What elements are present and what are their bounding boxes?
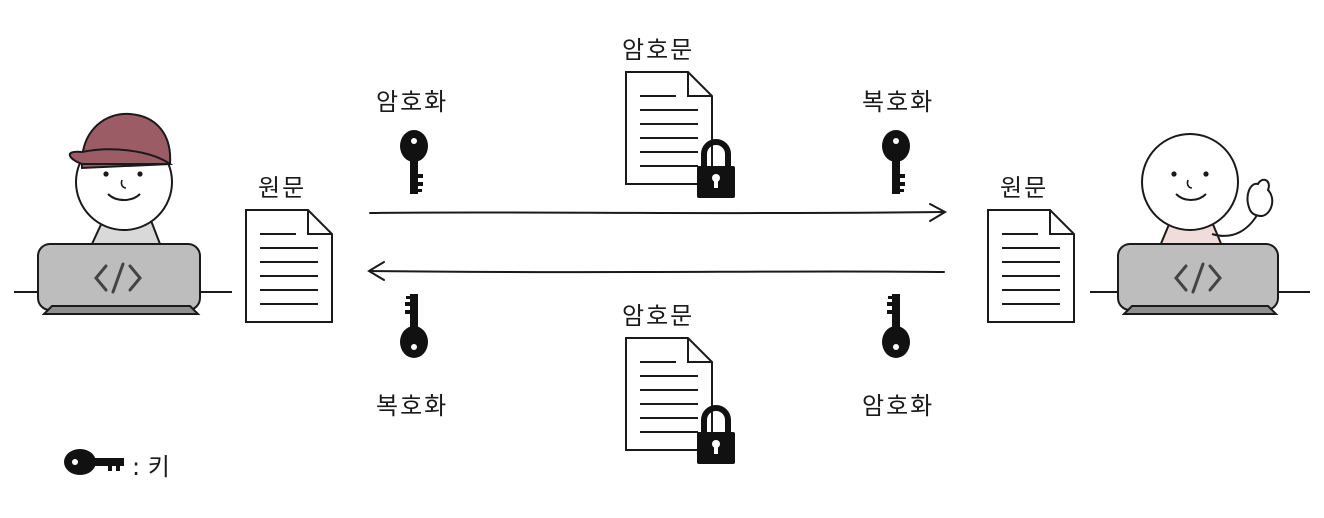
label-decrypt-top-right: 복호화 — [862, 88, 935, 116]
lock-icon — [697, 408, 735, 464]
label-decrypt-bottom-left: 복호화 — [376, 392, 449, 420]
arrow-left — [367, 261, 945, 281]
label-ciphertext-top: 암호문 — [622, 36, 695, 64]
lock-icon — [697, 142, 735, 198]
label-encrypt-top-left: 암호화 — [376, 88, 449, 116]
code-icon — [94, 262, 142, 294]
legend-text: : 키 — [132, 453, 170, 481]
original-document-right — [987, 209, 1075, 323]
label-original-right: 원문 — [1000, 174, 1049, 202]
key-icon — [400, 294, 428, 358]
label-ciphertext-bottom: 암호문 — [622, 302, 695, 330]
laptop-right — [1117, 243, 1279, 315]
key-icon — [400, 130, 428, 194]
laptop-left — [37, 243, 201, 315]
code-icon — [1174, 262, 1222, 294]
label-original-left: 원문 — [258, 174, 307, 202]
original-document-left — [245, 209, 333, 323]
person-left — [69, 112, 174, 245]
waving-hand-icon — [1246, 178, 1274, 218]
person-right — [1141, 133, 1274, 247]
arrow-right — [369, 203, 948, 222]
key-icon — [882, 294, 910, 358]
legend-key-icon — [64, 449, 124, 475]
key-icon — [882, 130, 910, 194]
label-encrypt-bottom-right: 암호화 — [862, 392, 935, 420]
